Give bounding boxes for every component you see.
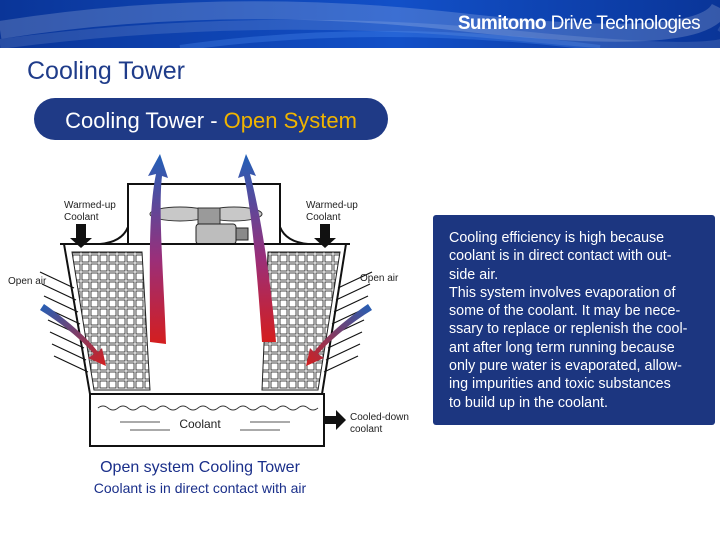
info-box-text: Cooling efficiency is high because coola…: [449, 230, 688, 411]
caption-title: Open system Cooling Tower: [100, 459, 300, 476]
open-air-arrow-left: [40, 304, 106, 366]
warmed-up-left-line1: Warmed-up: [64, 200, 116, 211]
inlet-right: [314, 224, 336, 248]
diagram-banner: Cooling Tower - Open System: [34, 98, 388, 140]
inlet-left: [70, 224, 92, 248]
open-air-arrow-right: [306, 304, 372, 366]
open-air-left-label: Open air: [8, 276, 47, 287]
cooling-tower-diagram: Cooling Tower - Open System Coolant: [8, 98, 409, 447]
warmed-up-right-line2: Coolant: [306, 212, 341, 223]
up-air-arrow-left: [148, 154, 168, 344]
open-air-right-label: Open air: [360, 273, 399, 284]
warmed-up-left-line2: Coolant: [64, 212, 99, 223]
brand-logo: Sumitomo Drive Technologies: [457, 13, 701, 35]
coolant-label: Coolant: [179, 417, 221, 431]
brand-name-bold: Sumitomo: [457, 13, 547, 34]
warmed-up-right-line1: Warmed-up: [306, 200, 358, 211]
banner-title-prefix: Cooling Tower -: [65, 108, 224, 133]
cooled-down-line2: coolant: [350, 424, 382, 435]
outlet-arrow: [324, 410, 346, 430]
tower-wall-left: [63, 243, 91, 395]
cooled-down-line1: Cooled-down: [350, 412, 409, 423]
tower-top-housing: [127, 183, 281, 244]
up-air-arrow-right: [238, 154, 276, 342]
fill-media-right: [261, 251, 341, 391]
fill-media-left: [71, 251, 151, 391]
tower-wall-right: [321, 243, 347, 395]
caption-subtitle: Coolant is in direct contact with air: [93, 480, 307, 496]
svg-text:Cooling Tower - Open System: Cooling Tower - Open System: [65, 108, 357, 133]
header-bar: Sumitomo Drive Technologies: [0, 0, 720, 48]
header-swoosh-graphic: [0, 0, 720, 48]
info-box: Cooling efficiency is high because coola…: [433, 215, 715, 425]
louvers-right: [323, 271, 373, 373]
slide-title: Cooling Tower: [27, 57, 185, 85]
banner-title-highlight: Open System: [224, 108, 357, 133]
coolant-basin: Coolant: [89, 393, 325, 447]
fan-assembly: [149, 206, 263, 245]
brand-name-regular: Drive Technologies: [545, 13, 701, 34]
